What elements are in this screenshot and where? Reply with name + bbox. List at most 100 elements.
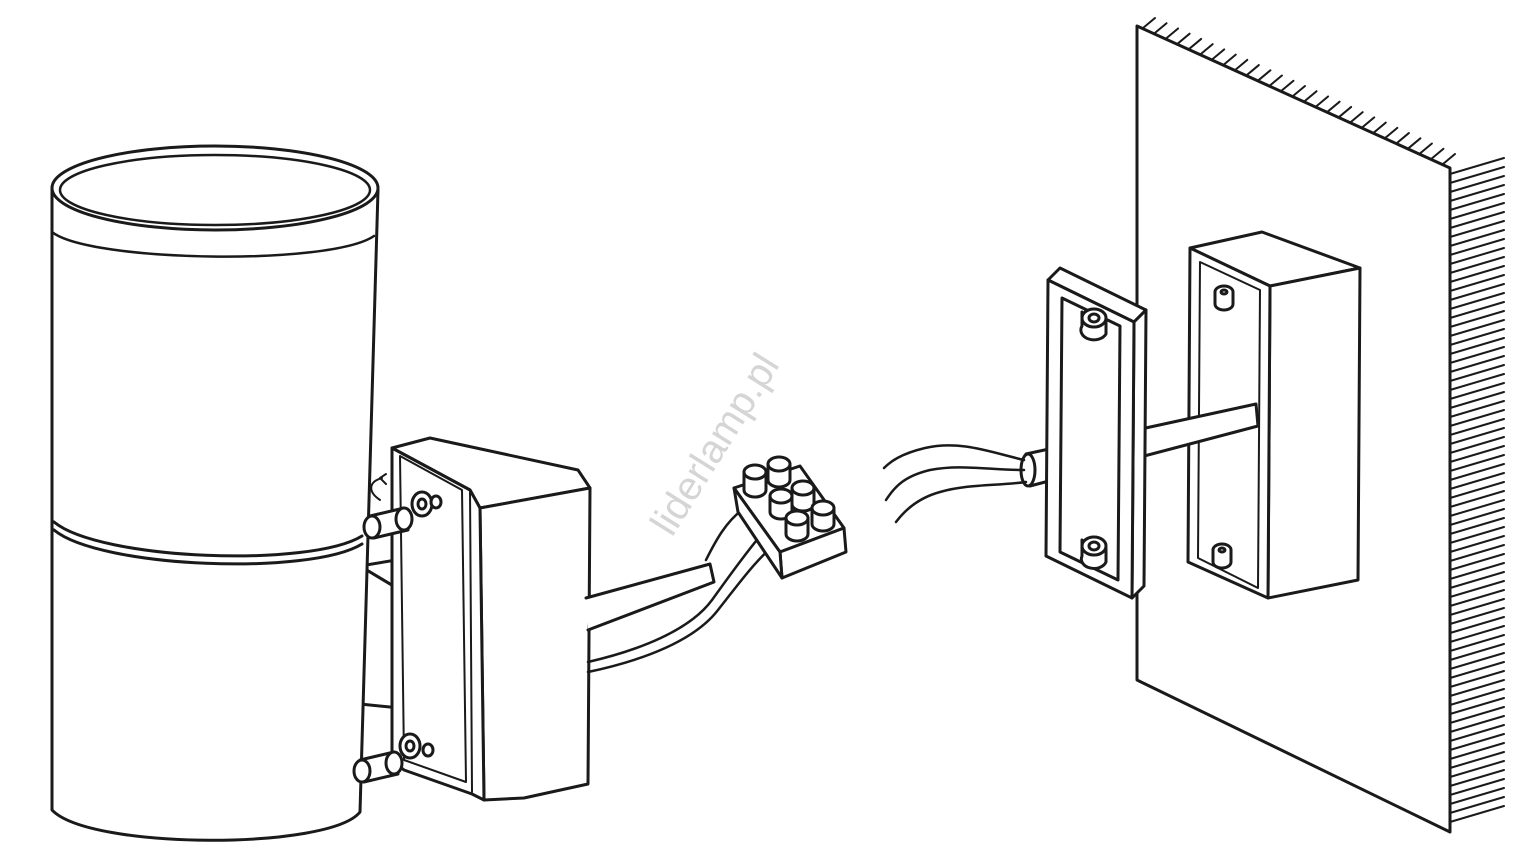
- wall-hatch-line: [1165, 27, 1180, 40]
- wire-3: [894, 480, 1028, 524]
- wall-hatch-line: [1449, 175, 1505, 193]
- wall-hatch-line: [1449, 643, 1505, 661]
- terminal-screw-5: [784, 509, 810, 543]
- wall-hatching-top: [1142, 17, 1456, 165]
- wall-hatch-line: [1449, 589, 1505, 607]
- wire-2: [884, 466, 1026, 502]
- wall-hatch-line: [1449, 670, 1505, 688]
- lamp-seam-lower: [52, 528, 364, 566]
- wall-hatch-line: [1449, 553, 1505, 571]
- back-box-front-panel: [399, 455, 467, 783]
- wall-hatch-line: [1449, 193, 1505, 211]
- wall-hatch-line: [1449, 652, 1505, 670]
- junction-box-inner-rim: [1197, 261, 1261, 589]
- mounting-plate: [1044, 266, 1148, 600]
- wall-hatch-line: [1449, 598, 1505, 616]
- wall-hatch-line: [1449, 382, 1505, 400]
- wall-hatch-line: [1407, 137, 1422, 150]
- back-box-side: [478, 486, 592, 802]
- wall-hatch-line: [1449, 373, 1505, 391]
- wall-hatch-line: [1449, 508, 1505, 526]
- lamp-top-band: [50, 230, 376, 258]
- wall-hatch-line: [1449, 418, 1505, 436]
- wall-hatch-line: [1449, 544, 1505, 562]
- wall-hatch-line: [1361, 116, 1376, 129]
- wall-hatch-line: [1326, 100, 1341, 113]
- wall-hatch-line: [1449, 526, 1505, 544]
- wall-hatch-line: [1245, 64, 1260, 77]
- wall-hatch-line: [1449, 517, 1505, 535]
- lamp-cylinder: [50, 186, 380, 842]
- wall-hatch-line: [1449, 202, 1505, 220]
- terminal-screw-3: [768, 487, 794, 521]
- lamp-top-cap: [50, 144, 380, 232]
- wall-hatch-line: [1449, 391, 1505, 409]
- terminal-block-side: [732, 486, 784, 580]
- wall-hatch-line: [1449, 706, 1505, 724]
- screw-lower: [352, 732, 435, 784]
- wall-hatch-line: [1188, 37, 1203, 50]
- wall-hatch-line: [1268, 74, 1283, 87]
- wall-hatch-line: [1449, 427, 1505, 445]
- wall-hatch-line: [1449, 634, 1505, 652]
- wall-hatch-line: [1315, 95, 1330, 108]
- wall-hatch-line: [1449, 616, 1505, 634]
- wall-hatch-line: [1449, 166, 1505, 184]
- wall-hatch-line: [1449, 715, 1505, 733]
- wall-hatch-line: [1449, 472, 1505, 490]
- wall-hatch-line: [1449, 580, 1505, 598]
- wall-hatch-line: [1449, 454, 1505, 472]
- wall-hatch-line: [1449, 256, 1505, 274]
- wall-hatch-line: [1234, 58, 1249, 71]
- wall-hatch-line: [1153, 22, 1168, 35]
- wall-hatch-line: [1449, 751, 1505, 769]
- mounting-plate-hole-top: [1079, 307, 1108, 342]
- wall-hatch-line: [1449, 292, 1505, 310]
- wall-hatch-line: [1449, 742, 1505, 760]
- wall-hatch-line: [1449, 220, 1505, 238]
- junction-box-screw-bottom: [1211, 542, 1233, 570]
- wall-hatch-line: [1449, 679, 1505, 697]
- mounting-plate-face: [1044, 278, 1136, 600]
- wall-hatch-line: [1449, 301, 1505, 319]
- lamp-wire-1: [586, 522, 772, 664]
- wall-hatch-line: [1142, 17, 1156, 29]
- mounting-plate-hole-bottom: [1079, 535, 1108, 570]
- wall-hatch-line: [1449, 778, 1505, 796]
- lamp-top-inner-rim: [58, 153, 372, 227]
- wall-hatch-line: [1449, 796, 1505, 814]
- wall-hatch-line: [1372, 121, 1387, 134]
- terminal-block: [732, 455, 848, 580]
- wall-hatch-line: [1442, 153, 1456, 165]
- wall-hatch-line: [1384, 126, 1399, 139]
- wall-hatching-side: [1449, 157, 1505, 823]
- wall-hatch-line: [1449, 787, 1505, 805]
- back-box-edge: [469, 489, 473, 793]
- wall-hatch-line: [1449, 571, 1505, 589]
- terminal-screw-1: [742, 463, 768, 499]
- wall-hatch-line: [1449, 625, 1505, 643]
- wall-hatch-line: [1449, 445, 1505, 463]
- wall-hatch-line: [1449, 211, 1505, 229]
- wall-hatch-line: [1449, 490, 1505, 508]
- wall-hatch-line: [1449, 661, 1505, 679]
- wall-hatch-line: [1449, 274, 1505, 292]
- junction-box-side: [1266, 266, 1362, 600]
- wall-hatch-line: [1449, 364, 1505, 382]
- wall-hatch-line: [1257, 69, 1272, 82]
- wall-hatch-line: [1280, 79, 1295, 92]
- wall-hatch-line: [1303, 90, 1318, 103]
- wall-hatch-line: [1449, 400, 1505, 418]
- wall-hatch-line: [1449, 733, 1505, 751]
- wall-hatch-line: [1449, 697, 1505, 715]
- wall-hatch-line: [1449, 346, 1505, 364]
- lamp-cable: [584, 508, 782, 674]
- wall-hatch-line: [1349, 111, 1364, 124]
- wall-hatch-line: [1449, 310, 1505, 328]
- wall-hatch-line: [1449, 229, 1505, 247]
- wall-hatch-line: [1449, 337, 1505, 355]
- junction-box-screw-top: [1213, 284, 1235, 312]
- wall-hatch-line: [1449, 355, 1505, 373]
